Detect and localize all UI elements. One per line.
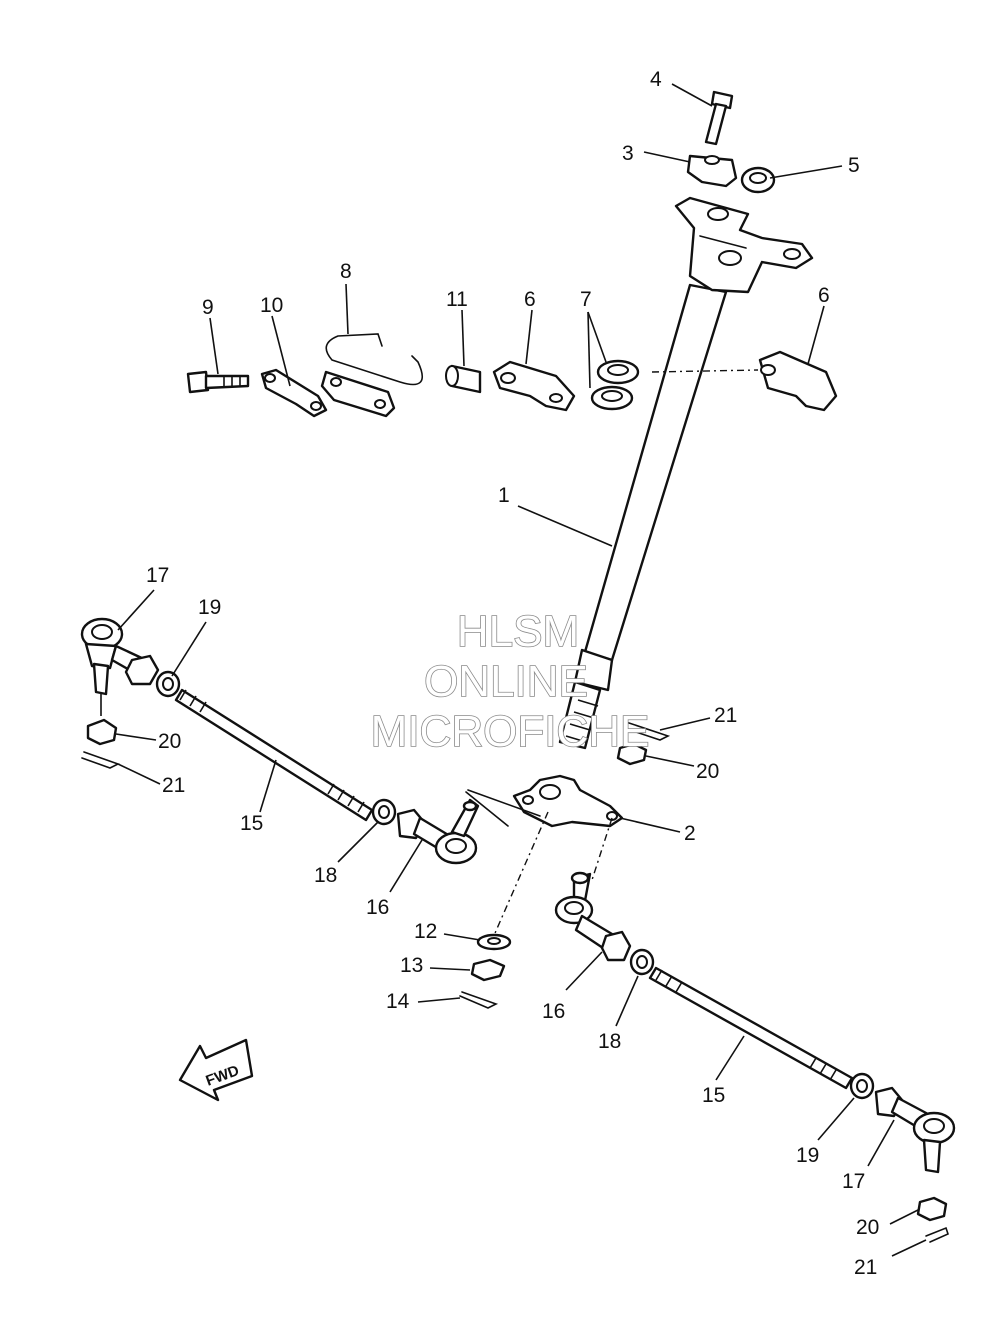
callout-15-right: 15 [702,1084,725,1107]
callout-20-left: 20 [158,730,181,753]
nut-center [616,742,648,766]
callout-5: 5 [848,154,860,177]
bushings-part-7 [590,359,640,411]
callout-18-left: 18 [314,864,337,887]
callout-14: 14 [386,990,410,1013]
bolt-part-4 [704,90,734,146]
right-nut-16 [600,930,632,962]
callout-21-left: 21 [162,774,185,797]
right-tie-rod-end-17 [874,1086,956,1174]
callout-10: 10 [260,294,283,317]
callout-9: 9 [202,296,214,319]
callout-17-left: 17 [146,564,169,587]
cotter-pin-center [623,721,671,741]
callout-7: 7 [580,288,592,311]
callout-21-center: 21 [714,704,737,727]
callout-19-right: 19 [796,1144,819,1167]
right-tie-rod-15 [648,966,854,1090]
watermark-line1: HLSM [457,607,579,656]
callout-6-left: 6 [524,288,536,311]
callout-20-right: 20 [856,1216,879,1239]
plate-part-10 [260,368,328,418]
callout-16-left: 16 [366,896,389,919]
holder-part-6-left [492,360,576,412]
left-nut-20 [86,718,118,746]
washer-part-12 [476,933,512,951]
left-tie-rod-end-16 [396,798,480,865]
right-washer-18 [629,948,655,976]
cotter-pin-part-14 [459,991,499,1009]
pitman-arm-part-2 [465,774,624,941]
nut-part-13 [470,958,506,982]
right-washer-19 [849,1072,875,1100]
callout-21-right: 21 [854,1256,877,1279]
callout-15-left: 15 [240,812,263,835]
callout-2: 2 [684,822,696,845]
callout-8: 8 [340,260,352,283]
right-nut-20 [916,1196,948,1222]
fwd-arrow-icon: FWD [178,1038,254,1102]
callout-16-right: 16 [542,1000,565,1023]
left-nut-18 [371,798,397,826]
callout-12: 12 [414,920,437,943]
clamp-part-3 [686,154,738,188]
callout-1: 1 [498,484,510,507]
left-cotter-21 [81,751,121,769]
callout-11: 11 [446,288,468,311]
callout-13: 13 [400,954,423,977]
right-cotter-21 [925,1226,949,1243]
left-nut-17 [124,654,160,686]
callout-3: 3 [622,142,634,165]
callout-20-center: 20 [696,760,719,783]
watermark-line3: MICROFICHE [371,707,650,756]
callout-4: 4 [650,68,662,91]
leader-lines [115,83,927,1257]
bushing-part-5 [740,166,776,194]
callout-19-left: 19 [198,596,221,619]
callout-6-right: 6 [818,284,830,307]
callout-labels: 4 3 5 8 9 10 11 6 7 6 1 17 19 20 21 15 1… [146,68,879,1279]
bolt-part-9 [186,370,250,394]
left-washer-19 [155,670,181,698]
collar-part-11 [445,364,482,394]
bracket-part-8 [320,333,423,418]
holder-part-6-right [651,350,838,412]
watermark-line2: ONLINE [424,657,588,706]
steering-shaft [558,196,814,750]
left-tie-rod-15 [174,688,374,822]
callout-17-right: 17 [842,1170,865,1193]
watermark: HLSM ONLINE MICROFICHE [370,606,650,757]
right-tie-rod-end-16 [554,871,614,952]
callout-18-right: 18 [598,1030,621,1053]
